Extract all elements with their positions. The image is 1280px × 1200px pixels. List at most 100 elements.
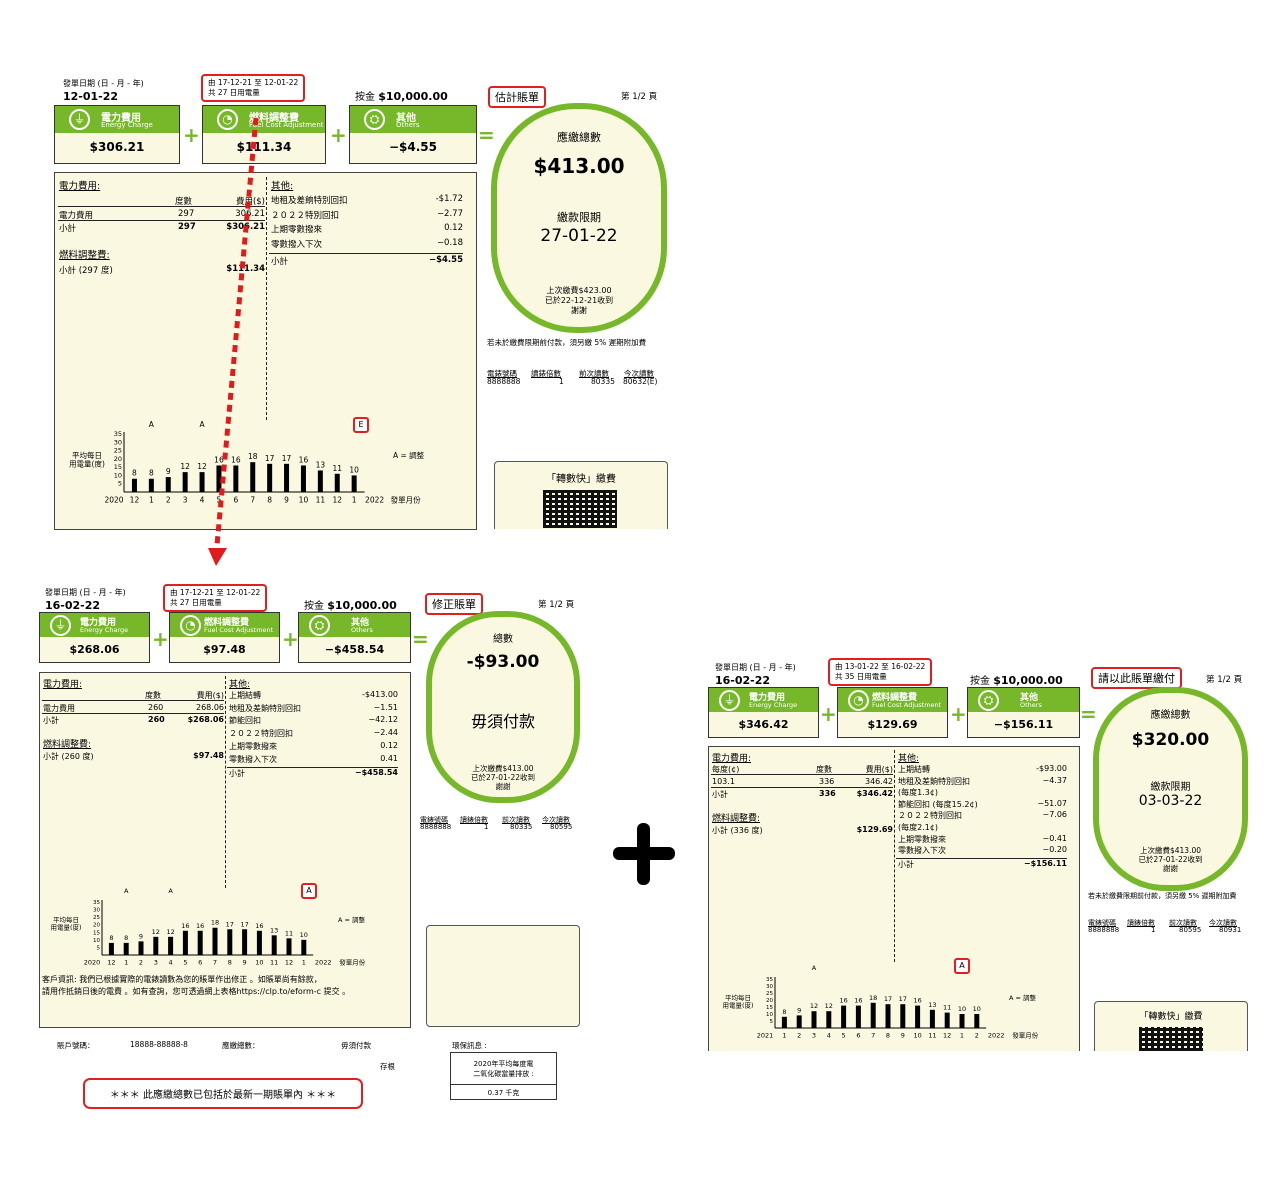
x-tick-label: 2 <box>139 959 143 967</box>
bar-value-label: 18 <box>869 994 877 1002</box>
usage-bar <box>212 927 218 955</box>
fuel-subtotal-fee: $111.34 <box>226 264 265 274</box>
total-oval: 總數 -$93.00 毋須付款 上次繳費$413.00 已於27-01-22收到… <box>426 611 580 803</box>
billing-period-range: 由 17-12-21 至 12-01-22 <box>208 78 299 87</box>
start-year-label: 2020 <box>84 959 101 967</box>
fee-header: 費用($) <box>865 765 893 774</box>
usage-bar <box>974 1014 980 1028</box>
others-subtitle: Others <box>351 626 373 634</box>
energy-subtotal-label: 小計 <box>712 790 728 799</box>
x-tick-label: 5 <box>217 496 222 505</box>
usage-bar <box>227 929 233 955</box>
usage-bar <box>233 465 239 492</box>
fuel-subtotal-fee: $129.69 <box>856 825 893 834</box>
usage-bar <box>131 478 137 492</box>
others-row-label: (每度2.1¢) <box>898 823 939 832</box>
usage-bar <box>959 1014 965 1028</box>
prev-reading-header: 前次讀數 <box>579 369 609 378</box>
total-title: 總數 <box>493 634 513 645</box>
x-tick-label: 8 <box>886 1032 890 1040</box>
bar-value-label: 9 <box>166 467 171 476</box>
footer-note: ＊＊＊ 此應繳總數已包括於最新一期賬單內 ＊＊＊ <box>83 1078 363 1109</box>
others-row-amount: -$1.72 <box>435 194 463 204</box>
others-row-label: ２０２２特別回扣 <box>898 811 962 821</box>
billing-period-days: 共 35 日用電量 <box>835 672 887 682</box>
adjustment-mark: A <box>301 883 317 899</box>
bar-value-label: 16 <box>299 455 309 464</box>
x-tick-label: 12 <box>130 496 140 505</box>
energy-row-rate: 103.1 <box>712 777 735 786</box>
others-row-amount: 0.41 <box>380 753 398 763</box>
units-header: 度數 <box>175 197 193 207</box>
usage-bar <box>216 465 222 492</box>
total-due-oval: 應繳總數 $320.00 繳款限期 03-03-22 上次繳費$413.00 已… <box>1093 687 1248 891</box>
thanks-text: 謝謝 <box>571 306 587 315</box>
energy-row-fee: 346.42 <box>865 777 893 786</box>
gauge-icon: ◔ <box>180 615 201 636</box>
bar-value-label: 12 <box>180 462 190 471</box>
bar-value-label: 16 <box>214 455 224 464</box>
usage-bar <box>841 1005 847 1028</box>
fuel-subtotal-label: 小計 (297 度) <box>59 266 113 276</box>
others-row-amount: -$413.00 <box>362 690 398 699</box>
usage-bar <box>182 930 188 955</box>
x-tick-label: 2 <box>975 1032 979 1040</box>
due-date: 27-01-22 <box>540 226 618 246</box>
others-row-amount: −0.41 <box>1042 833 1067 843</box>
deposit-amount: $10,000.00 <box>327 599 397 612</box>
others-title: 其他 <box>351 618 370 628</box>
adjustment-annotation: A <box>199 420 205 429</box>
others-row-amount: -$93.00 <box>1036 764 1067 773</box>
plus-sign: + <box>282 627 299 651</box>
others-row-label: ２０２２特別回扣 <box>229 729 293 739</box>
x-tick-label: 12 <box>285 959 293 967</box>
page-number: 第 1/2 頁 <box>621 92 658 102</box>
deposit-label: 按金 <box>970 676 990 687</box>
thanks-text: 謝謝 <box>1163 864 1178 873</box>
bar-value-label: 13 <box>928 1001 936 1009</box>
last-payment-date: 已於22-12-21收到 <box>544 296 614 305</box>
fuel-cost-title: 燃料調整費 <box>872 693 918 703</box>
total-due-title: 應繳總數 <box>557 131 601 144</box>
usage-bar <box>915 1005 921 1028</box>
x-tick-label: 1 <box>960 1032 964 1040</box>
fuel-subtotal-label: 小計 (336 度) <box>712 826 763 835</box>
y-tick-label: 20 <box>766 998 773 1004</box>
env-info-line-2: 二氧化碳當量排放 : <box>473 1070 534 1078</box>
fuel-cost-title: 燃料調整費 <box>204 618 250 628</box>
issue-date-label: 發單日期 (日 - 月 - 年) <box>63 79 144 88</box>
others-subtotal-label: 小計 <box>229 769 245 779</box>
due-date-label: 繳款限期 <box>1150 782 1191 793</box>
others-row-label: 上期零數撥來 <box>271 225 323 235</box>
x-tick-label: 1 <box>149 496 154 505</box>
env-info-box: 2020年平均每度電 二氧化碳當量排放 : 0.37 千克 <box>450 1052 557 1100</box>
fuel-cost-amount: $129.69 <box>867 718 918 731</box>
y-axis-label: 用電量(度) <box>69 459 105 469</box>
qr-code[interactable] <box>1139 1027 1203 1051</box>
energy-row-units: 297 <box>178 209 195 219</box>
x-tick-label: 4 <box>169 959 173 967</box>
adjustment-mark: A <box>954 958 970 974</box>
y-axis-label: 平均每日 <box>53 915 79 924</box>
deposit-label: 按金 <box>304 601 324 612</box>
deposit: 按金 $10,000.00 <box>304 599 397 612</box>
total-due-amount: $320.00 <box>1131 730 1210 750</box>
plus-sign: + <box>152 627 169 651</box>
others-row-label: 上期零數撥來 <box>898 834 946 844</box>
y-tick-label: 5 <box>118 480 122 488</box>
deposit: 按金 $10,000.00 <box>355 90 448 103</box>
bill-type-tag: 請以此賬單繳付 <box>1091 667 1182 689</box>
big-plus-vertical <box>637 823 650 885</box>
qr-code[interactable] <box>543 490 617 528</box>
y-tick-label: 35 <box>114 430 122 438</box>
meter-no: 8888888 <box>1088 926 1120 934</box>
multiplier-header: 讀錶倍數 <box>1127 919 1155 927</box>
others-row-label: 地租及差餉特別回扣 <box>898 776 970 786</box>
others-subtitle: Others <box>396 121 420 129</box>
charges-detail-panel: 電力費用: 度數 費用($) 電力費用 260 268.06 小計 260 $2… <box>39 672 411 1028</box>
gauge-icon: ◔ <box>848 690 869 711</box>
others-row-label: 上期結轉 <box>898 765 930 774</box>
